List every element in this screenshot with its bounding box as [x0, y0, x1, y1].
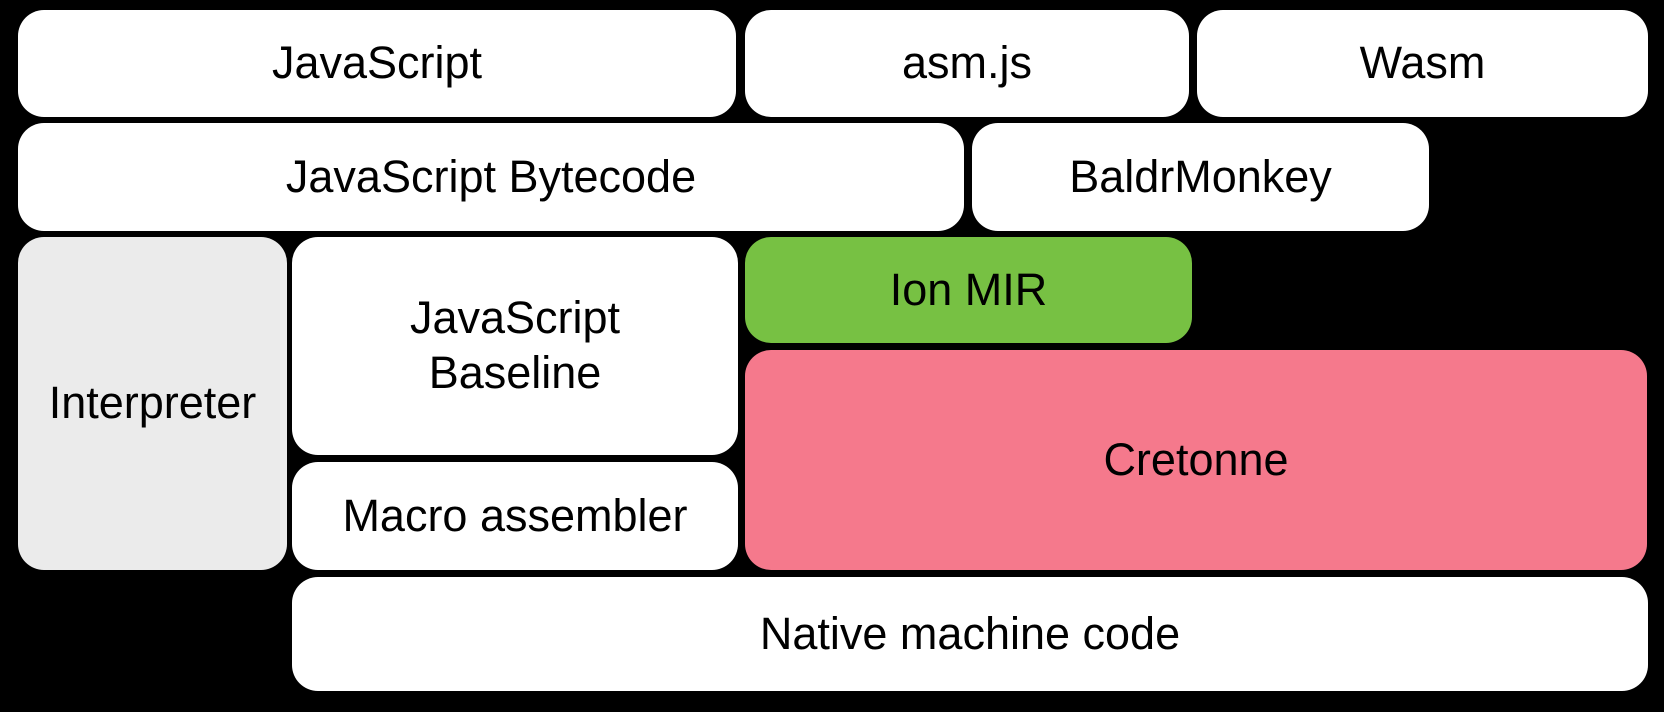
node-baldrmonkey-label: BaldrMonkey: [1069, 150, 1332, 202]
node-javascript: JavaScript: [18, 10, 736, 117]
node-native-machine-code: Native machine code: [292, 577, 1648, 691]
node-ion-mir: Ion MIR: [745, 237, 1192, 343]
node-javascript-label: JavaScript: [271, 37, 483, 89]
node-cretonne-label: Cretonne: [1103, 433, 1289, 485]
node-cretonne: Cretonne: [745, 350, 1647, 570]
node-ion-mir-label: Ion MIR: [889, 263, 1048, 315]
node-macro-assembler: Macro assembler: [292, 462, 738, 570]
node-interpreter: Interpreter: [18, 237, 287, 570]
node-interpreter-label: Interpreter: [48, 377, 257, 429]
node-javascript-baseline: JavaScript Baseline: [292, 237, 738, 455]
node-javascript-bytecode: JavaScript Bytecode: [18, 123, 964, 231]
node-baldrmonkey: BaldrMonkey: [972, 123, 1429, 231]
node-native-machine-code-label: Native machine code: [759, 607, 1181, 659]
node-asmjs: asm.js: [745, 10, 1189, 117]
node-wasm-label: Wasm: [1359, 37, 1486, 89]
node-macro-assembler-label: Macro assembler: [342, 489, 688, 541]
node-javascript-bytecode-label: JavaScript Bytecode: [285, 150, 697, 202]
node-asmjs-label: asm.js: [901, 37, 1032, 89]
node-wasm: Wasm: [1197, 10, 1648, 117]
node-javascript-baseline-label: JavaScript Baseline: [409, 292, 621, 398]
